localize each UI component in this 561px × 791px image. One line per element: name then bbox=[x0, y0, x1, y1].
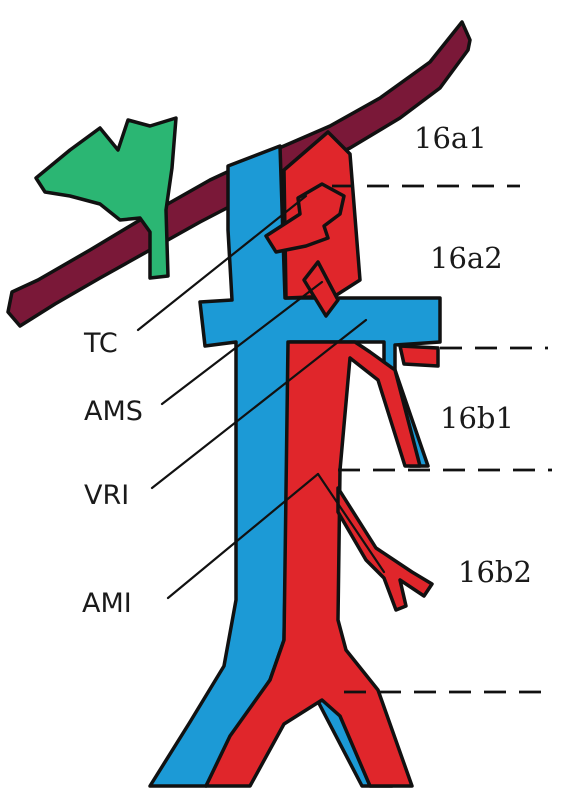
ami-branch bbox=[338, 488, 432, 610]
zone-16b2: 16b2 bbox=[458, 555, 532, 589]
zone-16a1: 16a1 bbox=[414, 121, 487, 155]
label-vri: VRI bbox=[84, 480, 129, 511]
label-tc: TC bbox=[83, 328, 118, 359]
renal-artery bbox=[400, 346, 438, 366]
zone-16b1: 16b1 bbox=[440, 401, 514, 435]
label-ams: AMS bbox=[84, 396, 143, 427]
zone-16a2: 16a2 bbox=[430, 241, 503, 275]
label-ami: AMI bbox=[82, 588, 132, 619]
